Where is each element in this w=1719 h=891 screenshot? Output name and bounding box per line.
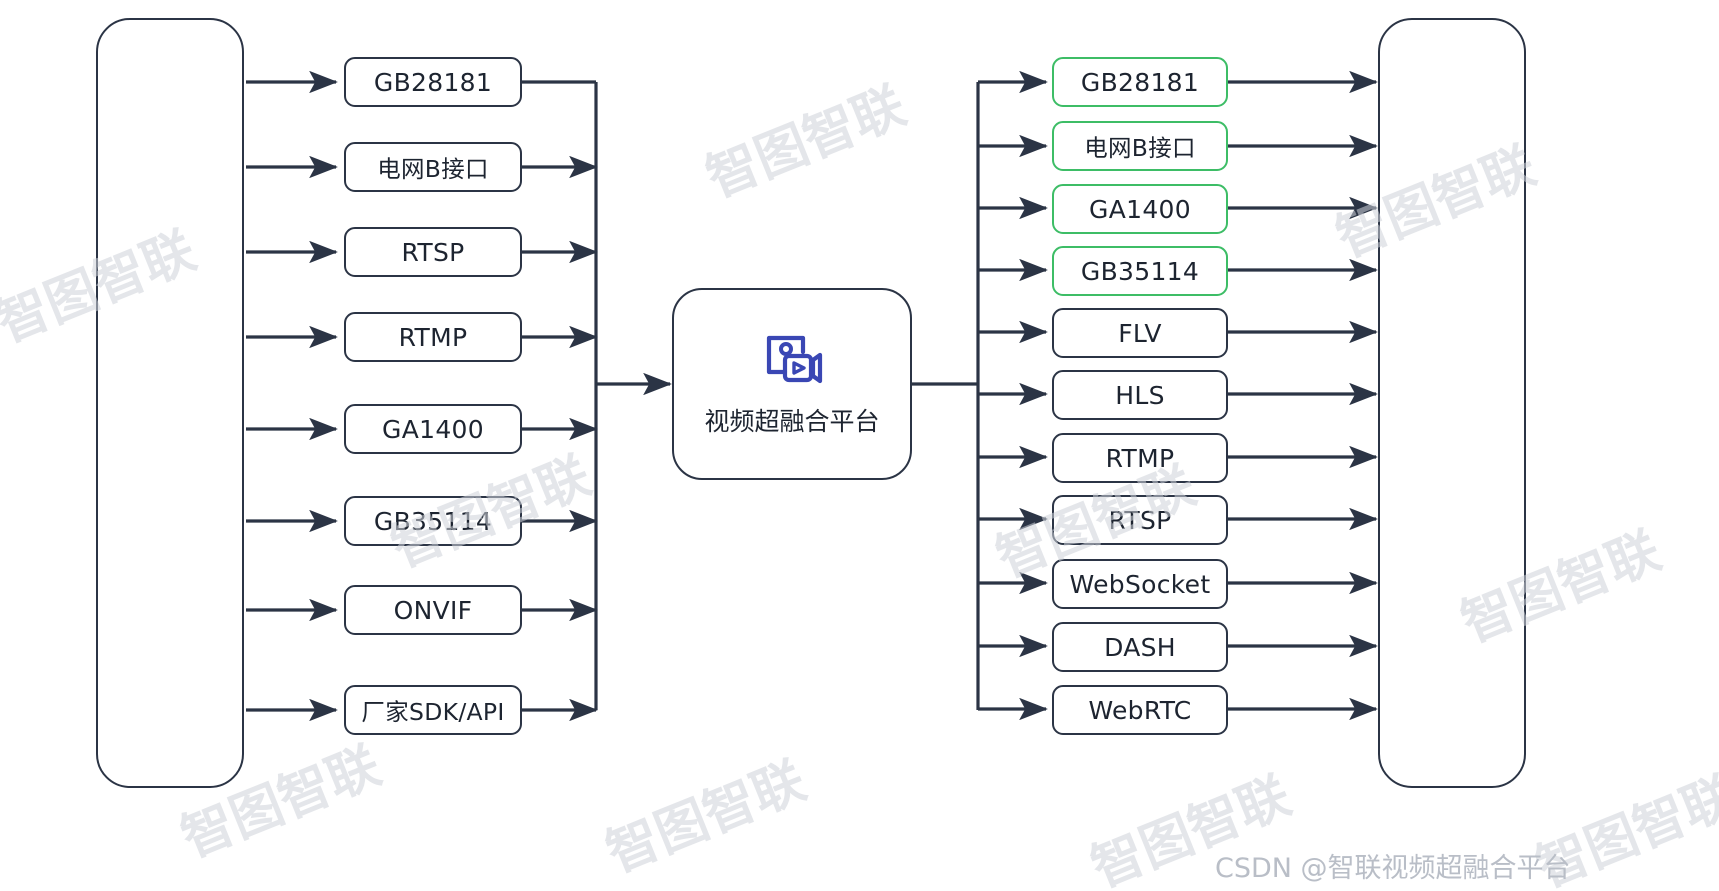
input-protocol-vendor-sdk-api[interactable]: 厂家SDK/API bbox=[344, 685, 522, 735]
output-protocol-webrtc[interactable]: WebRTC bbox=[1052, 685, 1228, 735]
input-protocol-ga1400[interactable]: GA1400 bbox=[344, 404, 522, 454]
output-protocol-dash[interactable]: DASH bbox=[1052, 622, 1228, 672]
output-protocol-gb28181[interactable]: GB28181 bbox=[1052, 57, 1228, 107]
video-fusion-icon bbox=[759, 330, 825, 390]
input-protocol-rtsp[interactable]: RTSP bbox=[344, 227, 522, 277]
output-protocol-websocket[interactable]: WebSocket bbox=[1052, 559, 1228, 609]
platform-hub-label: 视频超融合平台 bbox=[704, 407, 880, 436]
input-protocol-rtmp[interactable]: RTMP bbox=[344, 312, 522, 362]
output-protocol-rtmp[interactable]: RTMP bbox=[1052, 433, 1228, 483]
output-protocol-ga1400[interactable]: GA1400 bbox=[1052, 184, 1228, 234]
output-protocol-flv[interactable]: FLV bbox=[1052, 308, 1228, 358]
output-protocol-gb35114[interactable]: GB35114 bbox=[1052, 246, 1228, 296]
input-protocol-gb35114[interactable]: GB35114 bbox=[344, 496, 522, 546]
output-protocol-rtsp[interactable]: RTSP bbox=[1052, 495, 1228, 545]
sources-panel bbox=[96, 18, 244, 788]
output-protocol-power-grid-b[interactable]: 电网B接口 bbox=[1052, 121, 1228, 171]
input-protocol-power-grid-b[interactable]: 电网B接口 bbox=[344, 142, 522, 192]
input-protocol-onvif[interactable]: ONVIF bbox=[344, 585, 522, 635]
output-protocol-hls[interactable]: HLS bbox=[1052, 370, 1228, 420]
footer-watermark: CSDN @智联视频超融合平台 bbox=[1215, 853, 1571, 884]
platform-hub[interactable]: 视频超融合平台 bbox=[672, 288, 912, 480]
input-protocol-gb28181[interactable]: GB28181 bbox=[344, 57, 522, 107]
consumers-panel bbox=[1378, 18, 1526, 788]
